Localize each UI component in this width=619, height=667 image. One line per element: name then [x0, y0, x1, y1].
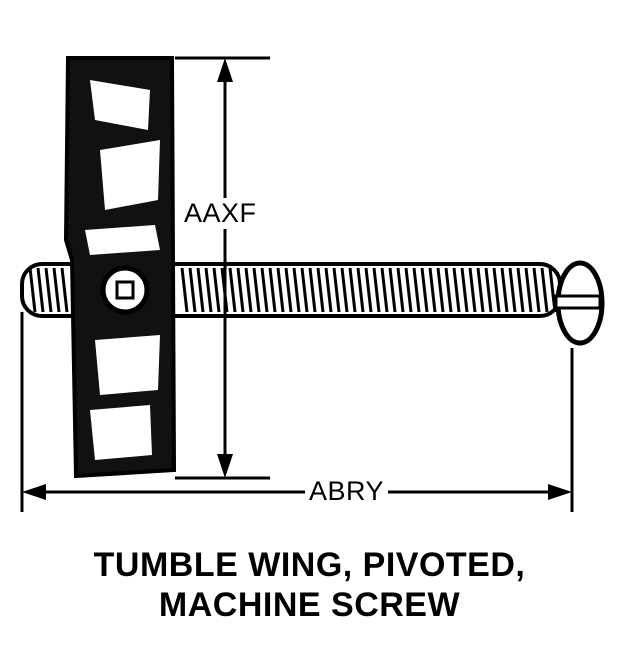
thread-ridge	[524, 267, 533, 313]
thread-ridge	[404, 267, 413, 313]
thread-ridge	[364, 267, 373, 313]
tumble-wing	[63, 56, 177, 479]
thread-ridge	[532, 267, 541, 313]
thread-ridge	[388, 267, 397, 313]
thread-ridge	[436, 267, 445, 313]
length-dimension-label: ABRY	[305, 476, 389, 507]
caption-line-1: TUMBLE WING, PIVOTED,	[93, 546, 526, 584]
thread-ridge	[468, 267, 477, 313]
thread-ridge	[236, 267, 245, 313]
thread-ridge	[356, 267, 365, 313]
thread-ridge	[324, 267, 333, 313]
thread-ridge	[548, 267, 557, 313]
thread-ridge	[36, 267, 45, 313]
thread-ridge	[372, 267, 381, 313]
thread-ridge	[204, 267, 213, 313]
thread-ridge	[252, 267, 261, 313]
thread-ridge	[260, 267, 269, 313]
thread-ridge	[412, 267, 421, 313]
thread-ridge	[420, 267, 429, 313]
thread-ridge	[244, 267, 253, 313]
height-dimension-label: AAXF	[180, 198, 261, 229]
thread-ridge	[196, 267, 205, 313]
screw-head	[554, 260, 605, 346]
thread-ridge	[268, 267, 277, 313]
thread-ridge	[188, 267, 197, 313]
thread-ridge	[500, 267, 509, 313]
thread-ridge	[348, 267, 357, 313]
thread-ridge	[452, 267, 461, 313]
thread-ridge	[340, 267, 349, 313]
thread-ridge	[508, 267, 517, 313]
caption-line-2: MACHINE SCREW	[158, 586, 461, 624]
thread-ridge	[516, 267, 525, 313]
thread-ridge	[180, 267, 189, 313]
thread-ridge	[276, 267, 285, 313]
length-dimension	[20, 312, 574, 512]
thread-ridge	[228, 267, 237, 313]
thread-ridge	[396, 267, 405, 313]
thread-ridge	[44, 267, 53, 313]
thread-ridge	[28, 267, 37, 313]
thread-ridge	[492, 267, 501, 313]
thread-ridge	[460, 267, 469, 313]
thread-ridge	[476, 267, 485, 313]
thread-ridge	[540, 267, 549, 313]
thread-ridge	[52, 267, 61, 313]
thread-ridge	[308, 267, 317, 313]
thread-ridge	[444, 267, 453, 313]
height-dimension	[175, 56, 270, 480]
thread-ridge	[316, 267, 325, 313]
thread-ridge	[380, 267, 389, 313]
thread-ridge	[284, 267, 293, 313]
thread-ridge	[428, 267, 437, 313]
thread-ridge	[332, 267, 341, 313]
thread-ridge	[292, 267, 301, 313]
thread-ridge	[212, 267, 221, 313]
thread-ridge	[484, 267, 493, 313]
thread-ridge	[300, 267, 309, 313]
thread-ridge	[60, 267, 69, 313]
